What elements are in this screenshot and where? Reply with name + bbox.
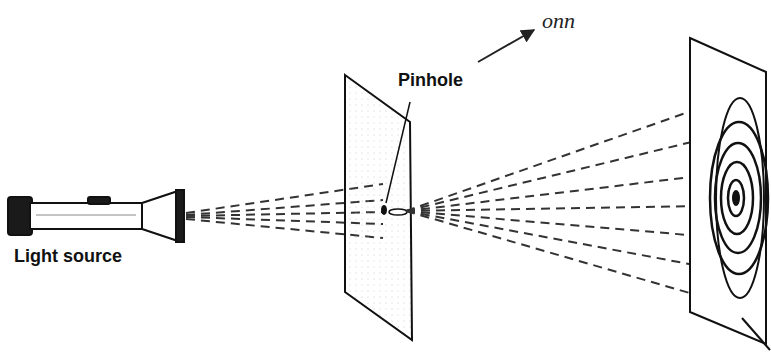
part-label: Pinhole	[398, 70, 498, 91]
flashlight	[8, 190, 184, 242]
leader-line	[386, 102, 410, 203]
pinhole-screen	[345, 75, 412, 340]
diffracted-rays	[406, 108, 700, 296]
part-label: Light source	[14, 246, 124, 267]
handwritten-note: onn	[542, 8, 632, 33]
viewing-screen	[690, 38, 770, 350]
annotation-arrow	[478, 30, 534, 62]
